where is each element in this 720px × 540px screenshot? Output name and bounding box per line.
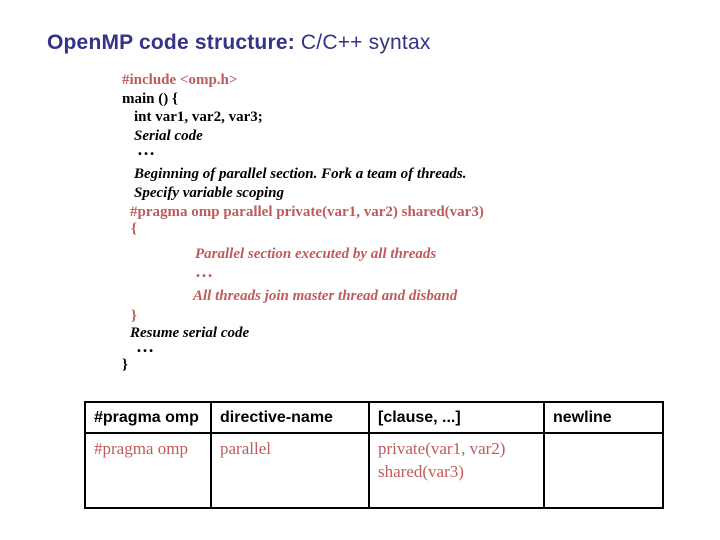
code-line-serial: Serial code [134, 128, 203, 144]
table-cell-directive: parallel [210, 432, 370, 509]
table-header-newline: newline [543, 401, 664, 434]
table-header-pragma: #pragma omp [84, 401, 212, 434]
table-header-clause: [clause, ...] [368, 401, 545, 434]
code-line-scoping: Specify variable scoping [134, 185, 284, 201]
table-header-directive: directive-name [210, 401, 370, 434]
syntax-table-example-row: #pragma omp parallel private(var1, var2)… [84, 432, 664, 509]
page-title-rest: C/C++ syntax [294, 31, 431, 54]
code-line-include: #include <omp.h> [122, 72, 238, 88]
code-line-vars: int var1, var2, var3; [134, 109, 263, 125]
table-cell-newline [543, 432, 664, 509]
page-title-bold: OpenMP code structure: [47, 31, 295, 54]
syntax-table-header-row: #pragma omp directive-name [clause, ...]… [84, 401, 664, 434]
code-line-beginning: Beginning of parallel section. Fork a te… [134, 166, 467, 182]
code-line-resume: Resume serial code [130, 325, 250, 341]
code-line-open-brace: { [131, 221, 137, 237]
code-line-parallel-sec: Parallel section executed by all threads [195, 246, 437, 262]
table-cell-pragma: #pragma omp [84, 432, 212, 509]
code-line-ellipsis-2: … [195, 261, 215, 281]
code-line-main: main () { [122, 91, 178, 107]
code-line-ellipsis-3: … [136, 336, 156, 356]
code-line-ellipsis-1: … [137, 139, 157, 159]
code-line-join: All threads join master thread and disba… [193, 288, 458, 304]
code-line-pragma: #pragma omp parallel private(var1, var2)… [130, 204, 484, 220]
table-cell-clause: private(var1, var2) shared(var3) [368, 432, 545, 509]
code-line-close-brace-2: } [122, 357, 128, 373]
page-title: OpenMP code structure: C/C++ syntax [47, 31, 431, 55]
syntax-table: #pragma omp directive-name [clause, ...]… [84, 401, 664, 509]
code-line-close-brace-1: } [131, 308, 137, 324]
